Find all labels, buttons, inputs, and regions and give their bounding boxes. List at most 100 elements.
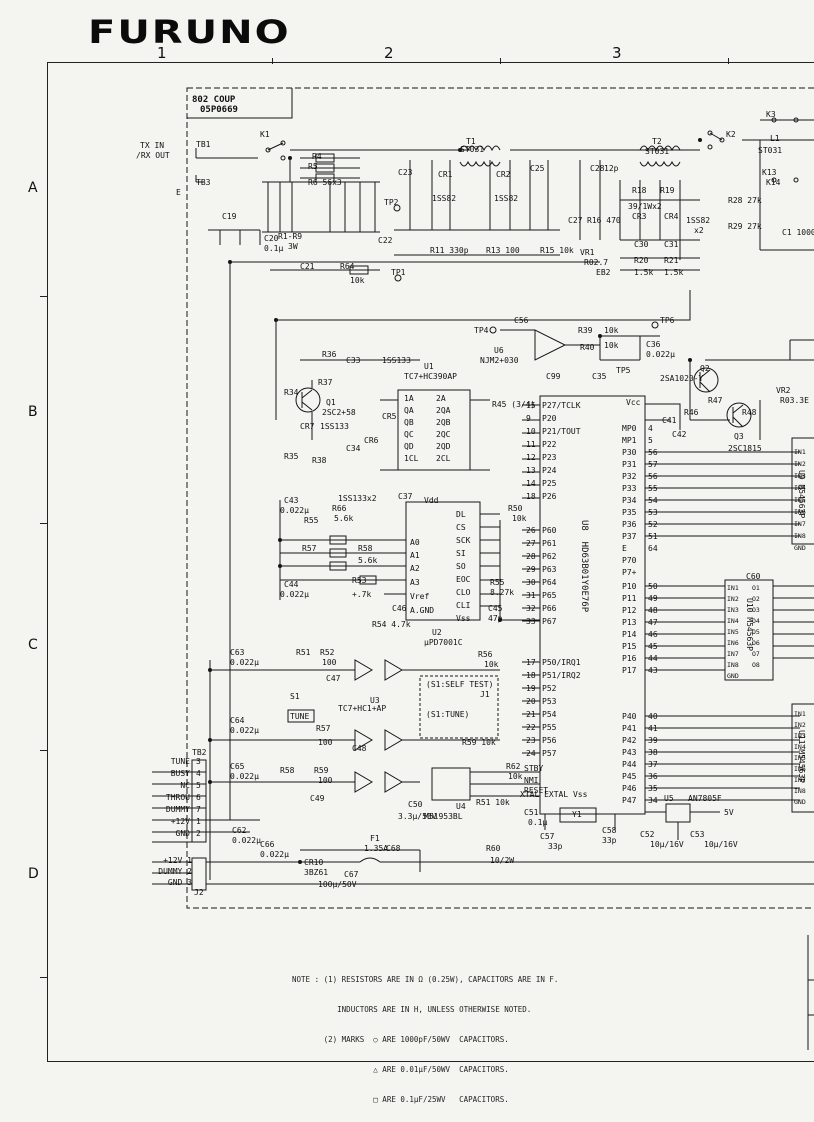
u11-pin-name: IN6 bbox=[794, 765, 806, 773]
u1-label: U1 bbox=[424, 362, 434, 371]
u10-pin-name: IN6 bbox=[727, 639, 739, 647]
u8-pin-name: P51/IRQ2 bbox=[542, 671, 581, 680]
u8-pin-number: 18 bbox=[526, 492, 536, 501]
u2-pin-name: A.GND bbox=[410, 606, 435, 615]
tb1-label: TB1 bbox=[196, 140, 211, 149]
c44-label: C44 bbox=[284, 580, 299, 589]
c50-label: C50 bbox=[408, 800, 423, 809]
u2-value: μPD7001C bbox=[424, 638, 463, 647]
tb2-pin-number: 7 bbox=[196, 805, 201, 814]
title-box bbox=[187, 88, 293, 119]
u9-pin-name: GND bbox=[794, 544, 806, 552]
r52-label: R52 bbox=[320, 648, 335, 657]
c67-label: C67 bbox=[344, 870, 359, 879]
u11-pin-name: IN4 bbox=[794, 743, 806, 751]
board-number: 05P0669 bbox=[200, 105, 238, 115]
vr1-label: VR1 bbox=[580, 248, 595, 257]
note-line: (2) MARKS ○ ARE 1000pF/50WV CAPACITORS. bbox=[292, 1035, 509, 1044]
r59-label: R59 bbox=[314, 766, 329, 775]
q3-label: Q3 bbox=[734, 432, 744, 441]
cr6-label: CR6 bbox=[364, 436, 379, 445]
r56-value: 10k bbox=[484, 660, 499, 669]
r36-label: R36 bbox=[322, 350, 337, 359]
u3-buffer-3 bbox=[354, 771, 403, 793]
cr2-value: 1SS82 bbox=[494, 194, 519, 203]
u8-pin-name: MP1 bbox=[622, 436, 637, 445]
u8-pin-name: P67 bbox=[542, 617, 557, 626]
cr1-label: CR1 bbox=[438, 170, 453, 179]
row-tick bbox=[40, 296, 48, 297]
r66-label: R66 bbox=[332, 504, 347, 513]
u8-vcc: Vcc bbox=[626, 398, 641, 407]
r64-value: 10k bbox=[350, 276, 365, 285]
u8-pin-number: 41 bbox=[648, 724, 658, 733]
row-b: B bbox=[28, 404, 38, 420]
u5-value: AN7805F bbox=[688, 794, 722, 803]
u8-pin-name: P40 bbox=[622, 712, 637, 721]
k13-label: K13 bbox=[762, 168, 777, 177]
u8-pin-number: 17 bbox=[526, 658, 536, 667]
u8-pin-number: 53 bbox=[648, 508, 658, 517]
tb2-pin-number: 3 bbox=[196, 757, 201, 766]
u2-pin-name: EOC bbox=[456, 575, 471, 584]
u8-pin-number: 5 bbox=[648, 436, 653, 445]
u8-mcu bbox=[539, 395, 646, 815]
schematic-notes: NOTE : (1) RESISTORS ARE IN Ω (0.25W), C… bbox=[292, 955, 558, 1115]
u10-out-name: O5 bbox=[752, 628, 760, 636]
u10-pin-name: IN8 bbox=[727, 661, 739, 669]
c23-label: C23 bbox=[398, 168, 413, 177]
c49-label: C49 bbox=[310, 794, 325, 803]
u8-pin-name: P24 bbox=[542, 466, 557, 475]
t2-value: ST031 bbox=[645, 147, 670, 156]
u11-pin-name: IN5 bbox=[794, 754, 806, 762]
cr10-value: 3BZ61 bbox=[304, 868, 329, 877]
s1-label: S1 bbox=[290, 692, 300, 701]
u9-pin-name: IN5 bbox=[794, 496, 806, 504]
column-1: 1 bbox=[157, 44, 167, 62]
u2-pin-name: CS bbox=[456, 523, 466, 532]
u2-pin-name: DL bbox=[456, 510, 466, 519]
u8-xtal-label: XTAL EXTAL Vss bbox=[520, 790, 588, 799]
r48-label: R48 bbox=[742, 408, 757, 417]
u8-pin-name: P15 bbox=[622, 642, 637, 651]
tune-switch[interactable]: TUNE bbox=[290, 712, 310, 721]
tb2-pin-number: 4 bbox=[196, 769, 201, 778]
u8-pin-number: 18 bbox=[526, 671, 536, 680]
u2-pin-name: CLI bbox=[456, 601, 471, 610]
u8-pin-name: P64 bbox=[542, 578, 557, 587]
u8-pin-number: 57 bbox=[648, 460, 658, 469]
u8-pin-number: 31 bbox=[526, 591, 536, 600]
r21-label: R21 bbox=[664, 256, 679, 265]
u11-pin-name: IN1 bbox=[794, 710, 806, 718]
c28-label: C28 bbox=[590, 164, 605, 173]
c58-label: C58 bbox=[602, 826, 617, 835]
crystal-label: Y1 bbox=[572, 810, 582, 819]
u8-pin-number: 39 bbox=[648, 736, 658, 745]
c64-label: C64 bbox=[230, 716, 245, 725]
u1-pin-2a: 2A bbox=[436, 394, 446, 403]
drawing-frame bbox=[47, 62, 814, 1062]
c44-value: 0.022μ bbox=[280, 590, 309, 599]
r20-value: 1.5k bbox=[634, 268, 654, 277]
diode-1ss82: 1SS82 bbox=[686, 216, 711, 225]
cr3-cr4-rating: 39/1Wx2 bbox=[628, 202, 662, 211]
u2-label: U2 bbox=[432, 628, 442, 637]
r50-label: R50 bbox=[508, 504, 523, 513]
u8-pin-number: 19 bbox=[526, 684, 536, 693]
u8-pin-number: 22 bbox=[526, 723, 536, 732]
u9-pin-name: IN6 bbox=[794, 508, 806, 516]
c48-label: C48 bbox=[352, 744, 367, 753]
u8-pin-name: P53 bbox=[542, 697, 557, 706]
u11-pin-name: GND bbox=[794, 798, 806, 806]
tb2-pin-label: BUSY bbox=[170, 769, 190, 778]
u1-pin-1cl: 1CL bbox=[404, 454, 419, 463]
u8-pin-name: P21/TOUT bbox=[542, 427, 581, 436]
u11-pin-name: IN8 bbox=[794, 787, 806, 795]
u8-pin-name: P25 bbox=[542, 479, 557, 488]
u10-chip bbox=[724, 579, 774, 681]
u8-pin-name: P36 bbox=[622, 520, 637, 529]
c43-value: 0.022μ bbox=[280, 506, 309, 515]
rf-line bbox=[196, 139, 814, 159]
u8-pin-name: P13 bbox=[622, 618, 637, 627]
r34-label: R34 bbox=[284, 388, 299, 397]
